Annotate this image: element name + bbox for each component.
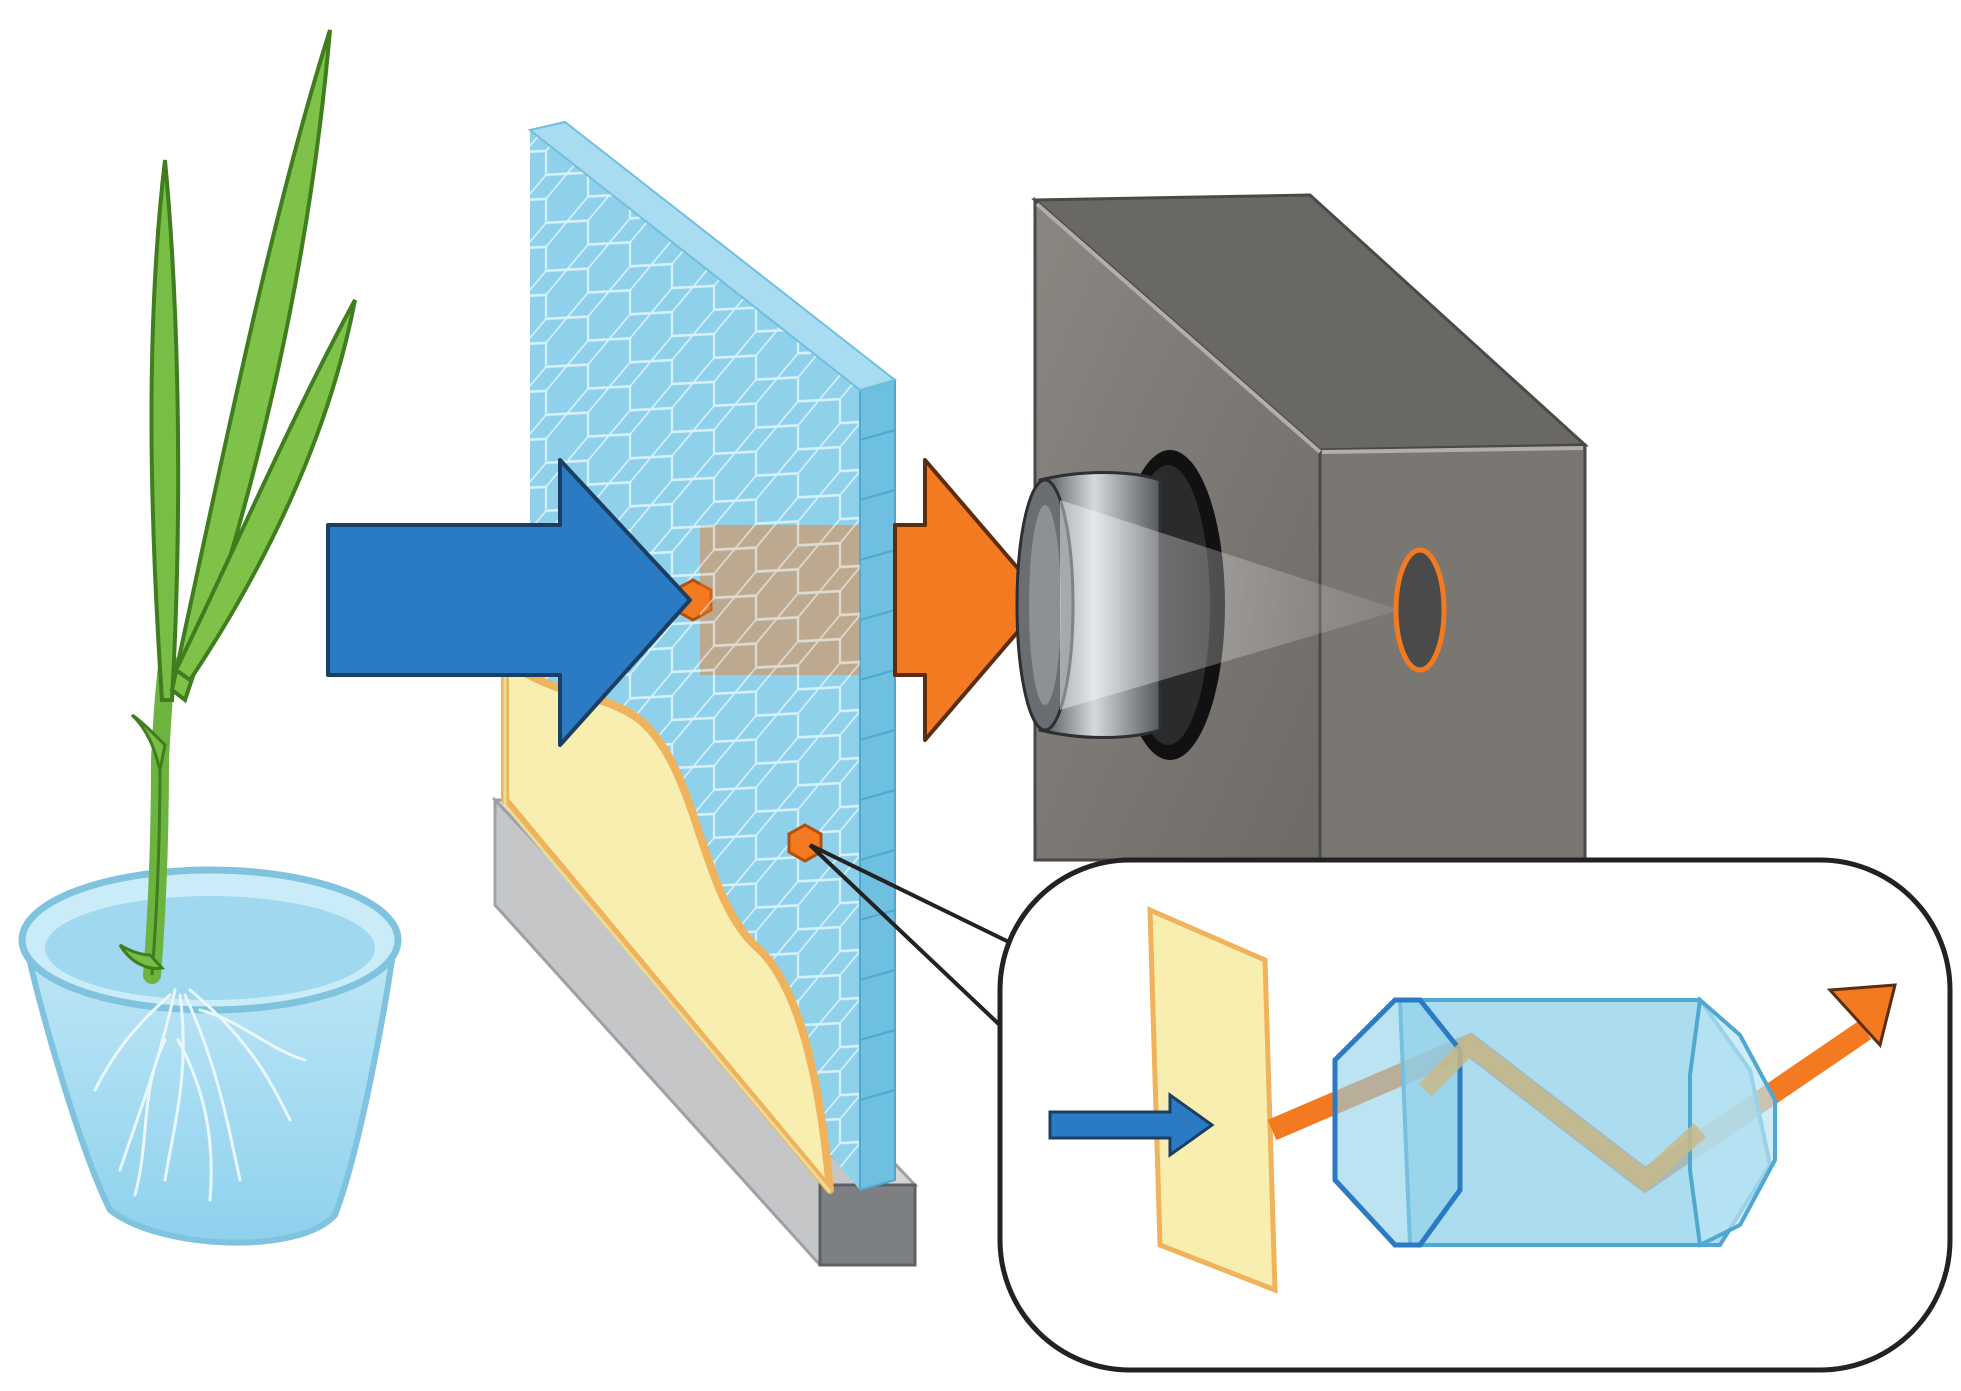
leaf-tall (169, 29, 332, 704)
roots (93, 988, 307, 1202)
incident-arrow (326, 458, 692, 747)
water-surface (45, 896, 375, 1000)
leaf-stub (130, 713, 167, 771)
plate-edge-ticks (859, 429, 896, 1101)
hex-prism-end-right (1688, 996, 1777, 1249)
pot-body (21, 937, 399, 1246)
camera-icon (1015, 193, 1589, 862)
detector-spot (1393, 547, 1447, 673)
leaf-left (149, 159, 181, 702)
leaf-right (173, 299, 357, 683)
light-cone (1060, 500, 1400, 710)
leaf-base (118, 943, 165, 970)
inset-emitted-arrowhead (1826, 983, 1897, 1049)
camera-right (1318, 443, 1587, 862)
hexagonal-scintillator-plate (491, 120, 919, 1267)
hex-marker-bottom (787, 823, 823, 863)
callout-line-top (809, 843, 1016, 947)
zoom-inset (808, 843, 1953, 1373)
emitted-arrow (893, 458, 1047, 742)
plate-base-end (818, 1183, 917, 1267)
inset-incident-arrow (1048, 1092, 1215, 1158)
inset-guided-light (1418, 1033, 1707, 1192)
plate-edge (859, 378, 896, 1192)
callout-line-bottom (808, 843, 1007, 1032)
plate-top-edge (527, 120, 898, 392)
plant-in-water-pot (18, 29, 402, 1246)
hex-prism-end-left (1332, 997, 1463, 1248)
